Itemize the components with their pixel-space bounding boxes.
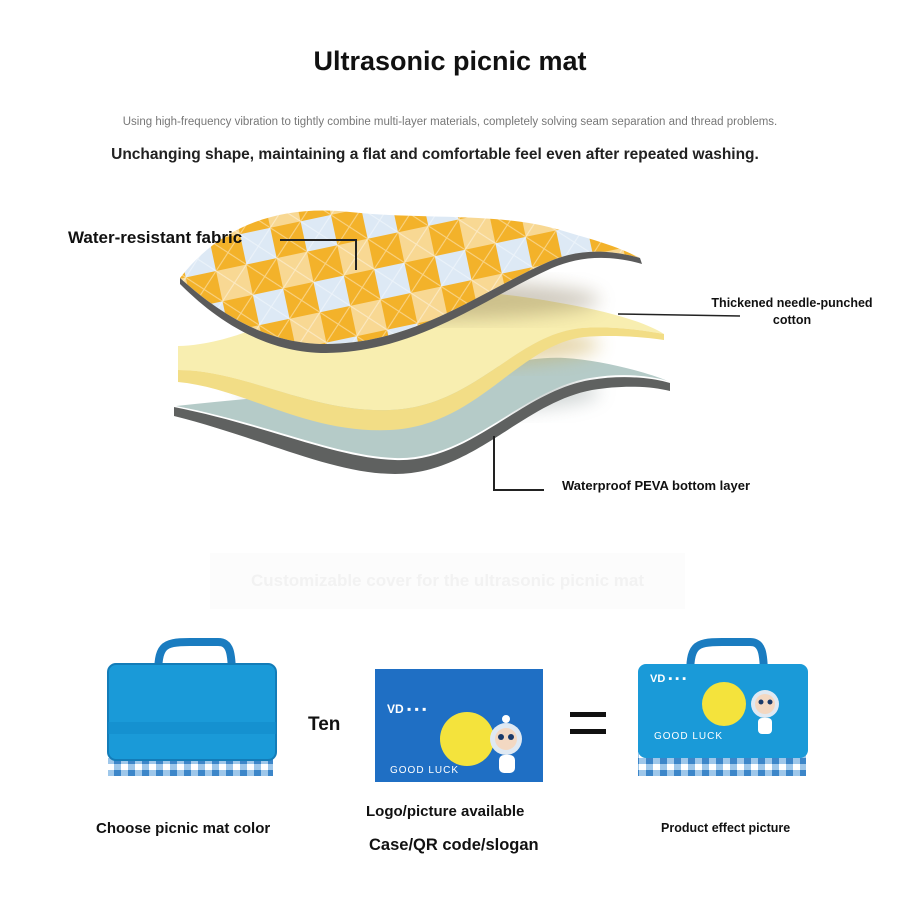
mascot-icon <box>751 690 779 734</box>
peva-leader-line <box>493 436 544 491</box>
fabric-label: Water-resistant fabric <box>68 228 243 247</box>
page-title: Ultrasonic picnic mat <box>313 46 587 76</box>
mascot-icon <box>490 715 522 773</box>
operator-text: Ten <box>308 714 341 735</box>
choose-color-caption: Choose picnic mat color <box>96 820 271 837</box>
equals-icon <box>570 712 606 746</box>
logo-cover-image: VD ▪ ▪ ▪ GOOD LUCK <box>375 669 543 782</box>
plain-mat-image <box>107 638 277 776</box>
cotton-leader-line <box>617 313 741 317</box>
effect-caption: Product effect picture <box>661 821 791 835</box>
logo-caption-line1: Logo/picture available <box>366 803 525 820</box>
svg-text:VD ▪ ▪ ▪: VD ▪ ▪ ▪ <box>650 673 686 685</box>
cotton-label: Thickened needle-punched cotton <box>711 296 873 327</box>
fabric-layer <box>180 210 642 353</box>
subtitle-bold: Unchanging shape, maintaining a flat and… <box>111 146 759 163</box>
peva-label: Waterproof PEVA bottom layer <box>562 478 751 493</box>
effect-mat-image: VD ▪ ▪ ▪ GOOD LUCK <box>638 638 808 776</box>
custom-banner <box>210 553 685 609</box>
layer-diagram <box>174 210 741 491</box>
svg-text:VD ▪ ▪ ▪: VD ▪ ▪ ▪ <box>387 702 426 716</box>
effect-slogan: GOOD LUCK <box>654 731 723 742</box>
logo-slogan: GOOD LUCK <box>390 765 459 776</box>
logo-caption-line2: Case/QR code/slogan <box>369 836 539 854</box>
custom-section-title: Customizable cover for the ultrasonic pi… <box>251 571 644 590</box>
subtitle-small: Using high-frequency vibration to tightl… <box>122 116 778 128</box>
fabric-leader-line <box>280 239 357 270</box>
